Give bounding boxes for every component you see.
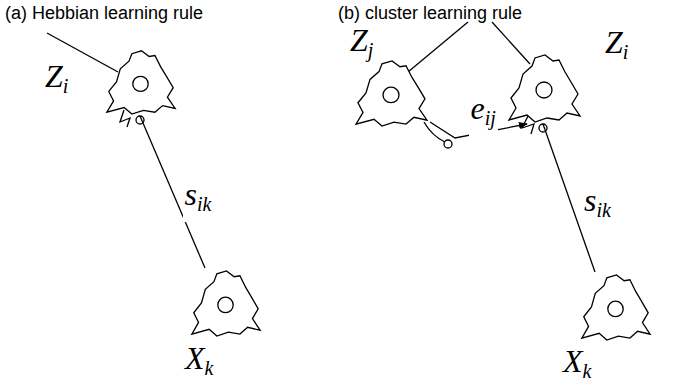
neuron: Zj <box>352 58 430 128</box>
weight-label: sik <box>582 182 613 228</box>
neuron-outline <box>192 271 260 336</box>
panel-title: (b) cluster learning rule <box>338 2 522 24</box>
neuron: Xk <box>578 272 653 342</box>
neuron-outline <box>582 275 650 340</box>
neuron-outline <box>356 61 427 126</box>
neuron-outline <box>107 51 175 114</box>
dendrite-line <box>408 22 468 72</box>
panel-title: (a) Hebbian learning rule <box>5 2 203 24</box>
neuron: Zi <box>103 48 178 116</box>
neuron-outline <box>509 55 580 122</box>
dendrite-line <box>492 22 530 64</box>
synapse-circle <box>444 140 452 148</box>
nucleus-circle <box>383 87 399 103</box>
weight-label: sik <box>183 176 214 222</box>
neuron-body <box>352 58 430 128</box>
nucleus-circle <box>218 297 233 313</box>
neuron: Zi <box>505 52 583 124</box>
neuron-body <box>505 52 583 124</box>
neuron-label: Zi <box>605 24 628 70</box>
dendrite-spine <box>120 110 130 127</box>
neuron-body <box>103 48 178 116</box>
neuron-label: Xk <box>185 340 213 383</box>
neuron: Xk <box>188 268 263 338</box>
neuron-label: Xk <box>563 343 591 383</box>
nucleus-circle <box>133 76 148 91</box>
neuron-body <box>188 268 263 338</box>
neuron-body <box>578 272 653 342</box>
neuron-label: Zi <box>45 58 68 104</box>
nucleus-circle <box>536 82 552 98</box>
nucleus-circle <box>608 301 623 317</box>
weight-label: eij <box>469 90 498 136</box>
neuron-label: Zj <box>350 22 373 68</box>
